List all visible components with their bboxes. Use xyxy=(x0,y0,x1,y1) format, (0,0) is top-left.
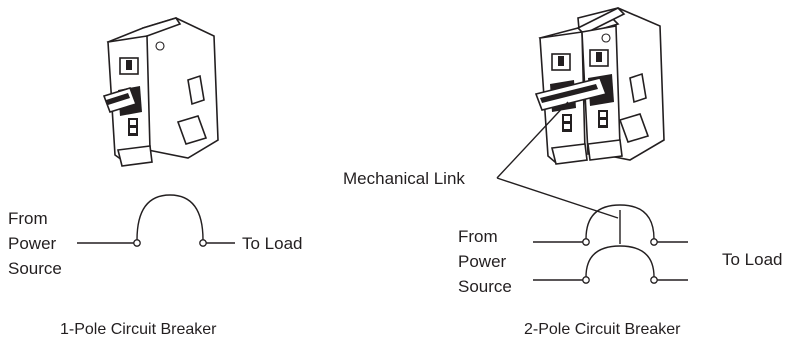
two-pole-schematic xyxy=(533,204,688,284)
power-label: Power xyxy=(458,252,507,271)
from-label: From xyxy=(8,209,48,228)
to-load-label: To Load xyxy=(242,234,303,253)
source-label: Source xyxy=(8,259,62,278)
source-label: Source xyxy=(458,277,512,296)
contact-node xyxy=(582,238,590,246)
to-load-label: To Load xyxy=(722,250,783,269)
one-pole-schematic xyxy=(77,194,235,247)
two-pole-breaker-illustration xyxy=(534,7,665,165)
contact-node xyxy=(650,276,658,284)
contact-node xyxy=(650,238,658,246)
mechanical-link-label: Mechanical Link xyxy=(343,169,465,188)
power-label: Power xyxy=(8,234,57,253)
contact-node xyxy=(133,239,141,247)
one-pole-caption: 1-Pole Circuit Breaker xyxy=(60,321,217,338)
from-label: From xyxy=(458,227,498,246)
switch-arc xyxy=(585,204,655,240)
switch-arc xyxy=(136,194,204,241)
contact-node xyxy=(582,276,590,284)
two-pole-caption: 2-Pole Circuit Breaker xyxy=(524,321,681,338)
contact-node xyxy=(199,239,207,247)
one-pole-breaker-illustration xyxy=(102,17,219,167)
switch-arc xyxy=(585,245,655,278)
